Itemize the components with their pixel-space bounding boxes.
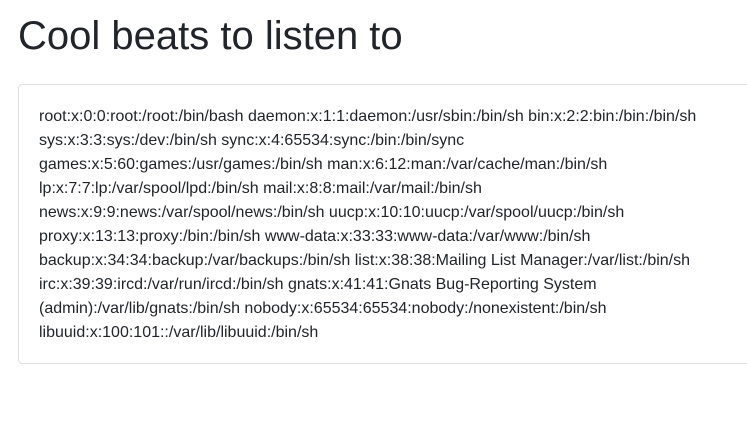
page-title: Cool beats to listen to — [18, 14, 403, 58]
file-contents-text: root:x:0:0:root:/root:/bin/bash daemon:x… — [39, 108, 697, 341]
content-card: root:x:0:0:root:/root:/bin/bash daemon:x… — [18, 84, 747, 364]
